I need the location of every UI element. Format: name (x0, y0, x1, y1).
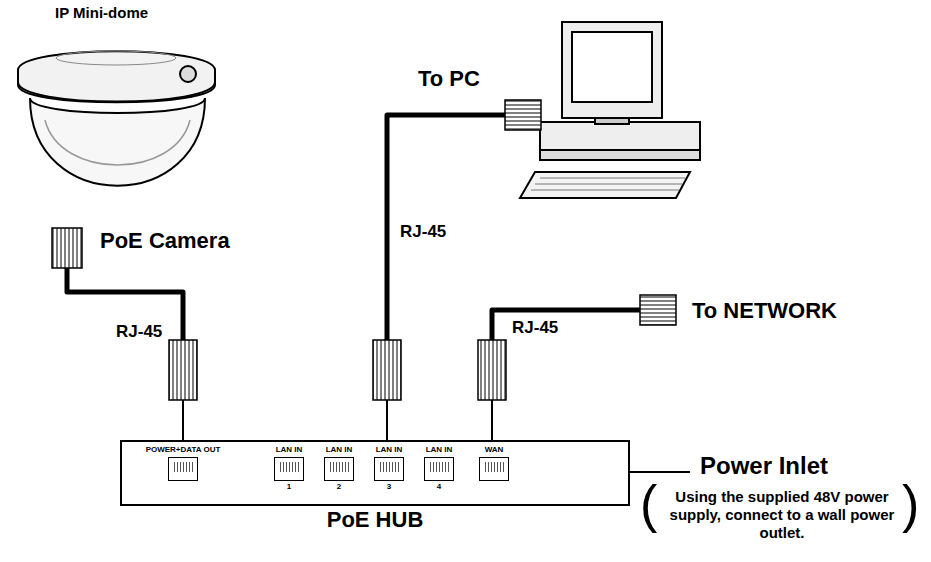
bracket: ( (640, 478, 657, 530)
rj45-jack (479, 457, 509, 481)
port-label: LAN IN (426, 446, 453, 455)
port-label: POWER+DATA OUT (146, 446, 221, 455)
device-label: To NETWORK (692, 298, 837, 323)
port-number: 1 (287, 483, 291, 492)
ethernet-port: LAN IN 3 (367, 446, 411, 492)
rj45-plug (52, 100, 676, 400)
rj45-jack (168, 457, 198, 481)
ethernet-port: LAN IN 1 (267, 446, 311, 492)
cable-stem (183, 400, 492, 440)
port-label: LAN IN (376, 446, 403, 455)
device-label: PoE Camera (100, 228, 230, 253)
cable-type: RJ-45 (116, 322, 162, 342)
rj45-jack (374, 457, 404, 481)
cable (67, 115, 640, 340)
port-label: LAN IN (276, 446, 303, 455)
power-label: Power Inlet (700, 452, 828, 480)
ethernet-port: POWER+DATA OUT (140, 446, 226, 492)
computer (520, 22, 700, 198)
port-number: 3 (387, 483, 391, 492)
rj45-jack (324, 457, 354, 481)
port-number: 2 (337, 483, 341, 492)
device-label: To PC (418, 66, 480, 91)
ethernet-port: LAN IN 2 (317, 446, 361, 492)
cable-type: RJ-45 (512, 318, 558, 338)
port-number: 4 (437, 483, 441, 492)
rj45-jack (274, 457, 304, 481)
cable-type: RJ-45 (400, 222, 446, 242)
bracket: ) (902, 478, 919, 530)
port-label: LAN IN (326, 446, 353, 455)
ethernet-port: WAN (472, 446, 516, 492)
dome-camera (18, 51, 215, 186)
ethernet-port: LAN IN 4 (417, 446, 461, 492)
power-note: Using the supplied 48V power supply, con… (662, 488, 902, 542)
port-label: WAN (485, 446, 504, 455)
poe-hub: PoE HUBPOWER+DATA OUTLAN IN1LAN IN2LAN I… (120, 440, 630, 506)
camera-name: IP Mini-dome (55, 4, 148, 21)
rj45-jack (424, 457, 454, 481)
device-name: PoE HUB (122, 507, 628, 533)
